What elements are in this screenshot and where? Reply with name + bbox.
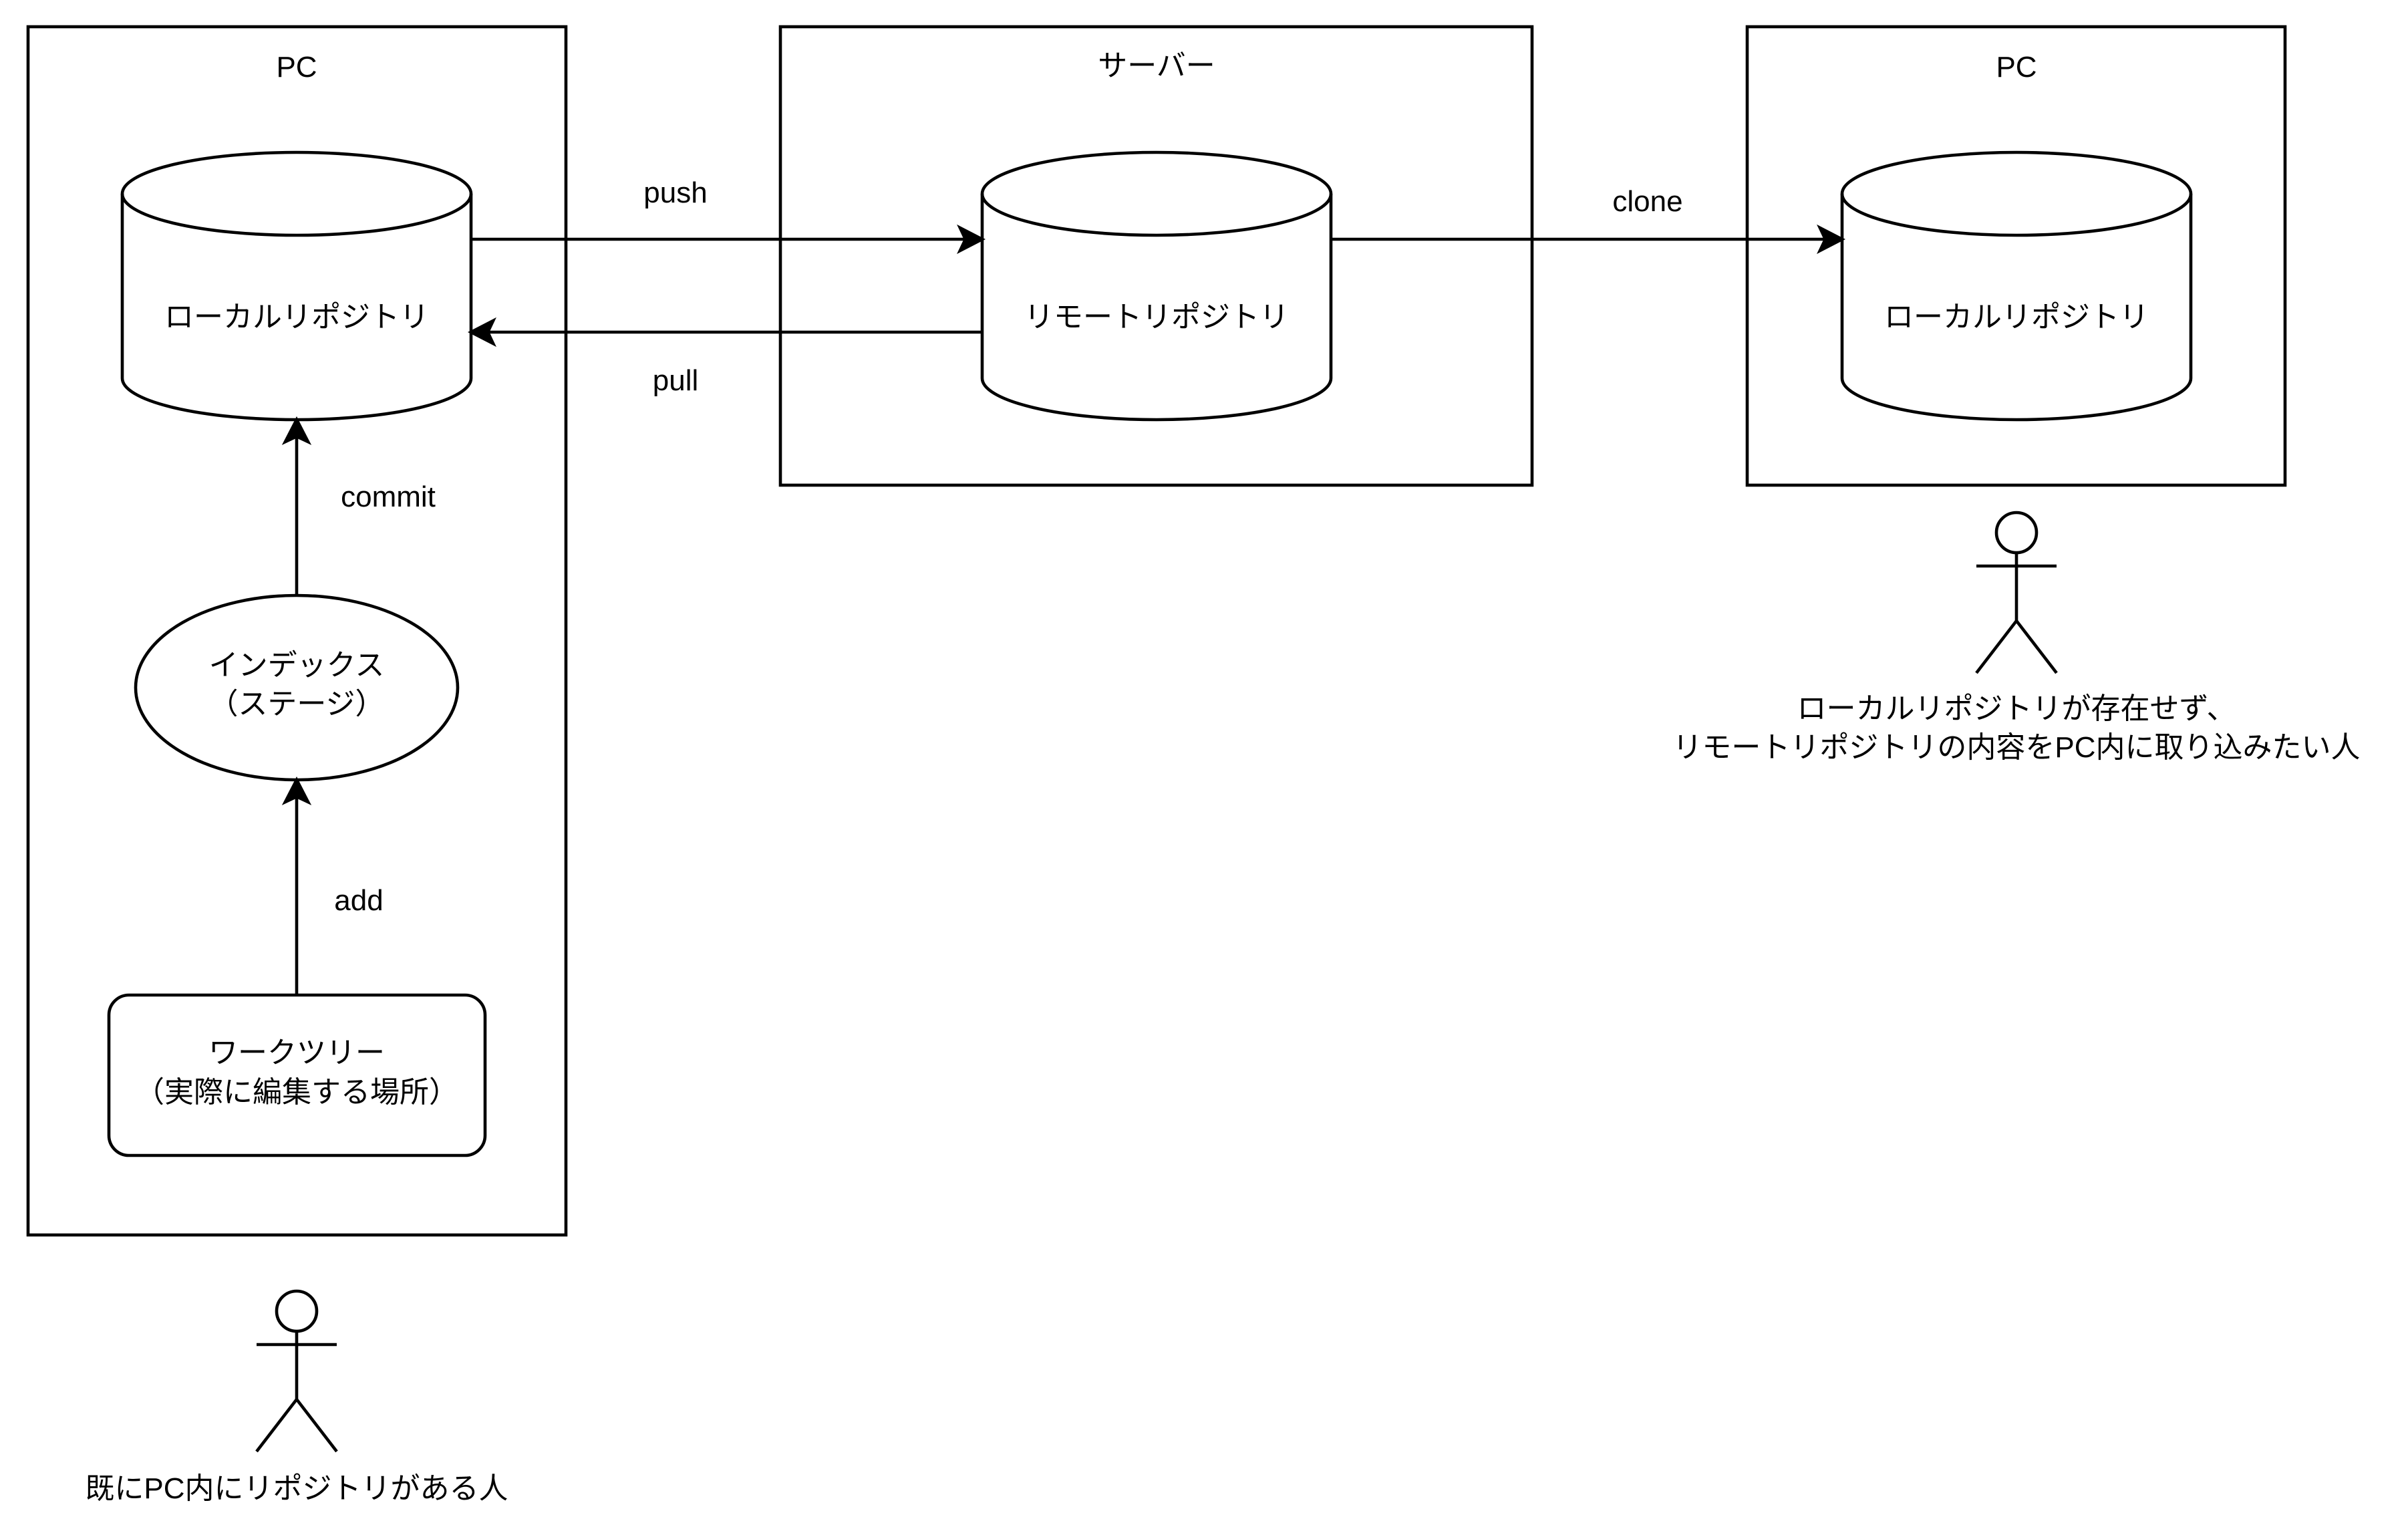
- right-actor-label-line2: リモートリポジトリの内容をPC内に取り込みたい人: [1672, 731, 2360, 764]
- right-local-repo-cylinder: [1840, 150, 2193, 422]
- left-pc-title: PC: [276, 51, 317, 84]
- remote-repo-cylinder: [980, 150, 1333, 422]
- right-actor-icon: [1975, 511, 2058, 674]
- index-label-line1: インデックス: [209, 649, 385, 682]
- right-local-repo-label: ローカルリポジトリ: [1884, 301, 2149, 333]
- push-label: push: [643, 176, 707, 209]
- right-pc-title: PC: [1996, 51, 2037, 84]
- left-local-repo-cylinder: [120, 150, 473, 422]
- clone-label: clone: [1612, 185, 1682, 218]
- remote-repo-label: リモートリポジトリ: [1024, 301, 1289, 333]
- push-arrow: [471, 224, 986, 255]
- commit-label: commit: [341, 480, 436, 513]
- right-actor-label-line1: ローカルリポジトリが存在せず、: [1797, 692, 2236, 725]
- clone-arrow: [1331, 224, 1846, 255]
- add-arrow: [281, 776, 312, 995]
- server-title: サーバー: [1098, 49, 1215, 82]
- index-label-line2: （ステージ）: [208, 688, 384, 720]
- worktree-box: [107, 993, 487, 1157]
- left-actor-icon: [255, 1289, 338, 1453]
- left-local-repo-label: ローカルリポジトリ: [164, 301, 429, 333]
- add-label: add: [334, 884, 383, 917]
- commit-arrow: [281, 416, 312, 595]
- left-actor-label: 既にPC内にリポジトリがある人: [85, 1472, 508, 1505]
- worktree-label-line2: （実際に編集する場所）: [135, 1076, 458, 1109]
- pull-arrow: [467, 317, 982, 348]
- worktree-label-line1: ワークツリー: [208, 1036, 385, 1069]
- pull-label: pull: [653, 364, 699, 397]
